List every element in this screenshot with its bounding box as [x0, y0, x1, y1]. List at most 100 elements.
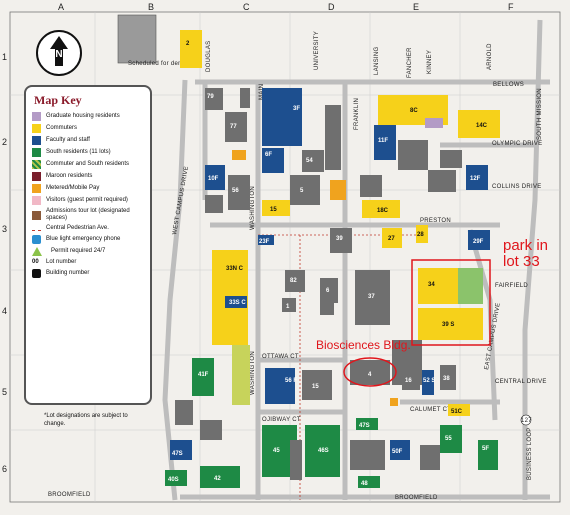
legend-label: Central Pedestrian Ave.	[46, 225, 109, 231]
grid-row-3: 3	[2, 224, 7, 234]
swatch-admissions	[32, 210, 41, 220]
highlight-biosciences	[343, 357, 397, 387]
north-label: N	[55, 49, 63, 60]
svg-text:41F: 41F	[198, 372, 209, 378]
lot-2	[180, 30, 202, 68]
lot-graduate-1	[425, 118, 443, 128]
building-68b	[290, 440, 302, 480]
annotation-park-lot-33: park in lot 33	[503, 237, 549, 270]
road-network	[162, 19, 550, 501]
north-arrow-icon: N	[36, 30, 82, 76]
lot-33n	[418, 268, 458, 304]
legend-row-lot-number: 00 Lot number	[32, 259, 144, 266]
legend-label: Admissions tour lot	[46, 208, 97, 214]
svg-text:28: 28	[417, 232, 424, 238]
street-arnold: ARNOLD	[487, 43, 493, 70]
legend-label: Permit required 24/7	[51, 248, 106, 254]
legend-row-pedestrian: Central Pedestrian Ave.	[32, 225, 144, 232]
swatch-graduate	[32, 112, 41, 121]
lot-11f	[374, 125, 396, 160]
legend-row-south: South residents (11 lots)	[32, 148, 144, 157]
lot-47s	[358, 476, 380, 488]
building-32	[440, 365, 456, 390]
lot-14c	[458, 110, 500, 138]
lot-29f	[468, 230, 490, 250]
svg-text:77: 77	[230, 124, 237, 130]
street-broomfield-right: BROOMFIELD	[395, 495, 438, 501]
grid-col-f: F	[508, 2, 514, 12]
svg-text:12F: 12F	[470, 176, 481, 182]
demolition-note: Scheduled for demolition	[128, 61, 201, 67]
building-53	[228, 175, 250, 210]
highlight-lot-33	[411, 259, 491, 346]
building-84	[285, 270, 305, 292]
svg-text:27: 27	[388, 236, 395, 242]
legend-row-maroon: Maroon residents	[32, 172, 144, 181]
svg-text:5: 5	[300, 188, 304, 194]
lot-46s	[356, 418, 378, 430]
phone-icon	[32, 235, 41, 244]
legend-row-graduate: Graduate housing residents	[32, 112, 144, 121]
building-14b	[302, 370, 332, 400]
svg-text:39 S: 39 S	[442, 322, 454, 328]
grid-row-6: 6	[2, 464, 7, 474]
svg-text:6F: 6F	[265, 152, 272, 158]
street-washington-top: WASHINGTON	[250, 186, 256, 230]
svg-text:56: 56	[232, 188, 239, 194]
building-44	[205, 195, 223, 213]
legend-row-metered: Metered/Mobile Pay	[32, 184, 144, 193]
swatch-commuters	[32, 124, 41, 133]
street-collins-drive: COLLINS DRIVE	[492, 184, 542, 190]
building-84-col	[325, 105, 341, 170]
legend-row-faculty: Faculty and staff	[32, 136, 144, 145]
street-washington-bottom: WASHINGTON	[250, 351, 256, 395]
svg-text:38: 38	[443, 376, 450, 382]
lot-commuter-south-1	[232, 345, 250, 405]
lot-27	[382, 228, 402, 248]
lot-23f	[258, 235, 274, 245]
svg-text:18C: 18C	[377, 208, 389, 214]
grid-row-5: 5	[2, 387, 7, 397]
legend-note: (guest permit required)	[67, 197, 128, 203]
triangle-icon	[32, 247, 42, 256]
building-18	[398, 140, 428, 170]
building-51	[302, 150, 324, 172]
lot-metered-2	[390, 398, 398, 406]
building-74	[200, 420, 222, 440]
south-lots: 41F 45 46S 47S 48 55 5F 40S 42	[165, 358, 498, 488]
swatch-faculty	[32, 136, 41, 145]
building-1	[282, 298, 296, 312]
lot-12f	[466, 165, 488, 190]
svg-text:23F: 23F	[259, 239, 270, 245]
building-33	[330, 228, 352, 253]
svg-text:15: 15	[270, 207, 277, 213]
lot-22f	[225, 296, 247, 308]
lot-metered-1	[330, 180, 346, 200]
street-bellows: BELLOWS	[493, 82, 524, 88]
svg-text:14C: 14C	[476, 123, 488, 129]
grid-col-e: E	[413, 2, 419, 12]
svg-text:55: 55	[445, 436, 452, 442]
building-49	[420, 445, 440, 470]
street-ojibway-ct: OJIBWAY CT	[262, 417, 301, 423]
svg-text:11F: 11F	[378, 138, 388, 144]
svg-text:54: 54	[306, 158, 313, 164]
lot-42	[200, 466, 240, 488]
grid-row-2: 2	[2, 137, 7, 147]
lot-55	[478, 440, 498, 470]
svg-text:40S: 40S	[168, 477, 179, 483]
lot-15	[262, 200, 290, 216]
lot-52	[440, 425, 462, 453]
building-72	[205, 88, 223, 110]
grid-col-c: C	[243, 2, 250, 12]
street-douglas: DOUGLAS	[206, 41, 212, 72]
route-127-label: 127	[521, 418, 532, 424]
svg-text:79: 79	[207, 94, 214, 100]
svg-text:6: 6	[326, 288, 330, 294]
grid-col-d: D	[328, 2, 335, 12]
legend-label: Faculty and staff	[46, 137, 90, 143]
legend-label: Building number	[46, 270, 90, 276]
legend-row-admissions: Admissions tour lot (designated spaces)	[32, 208, 144, 222]
street-south-mission: SOUTH MISSION	[537, 88, 543, 140]
